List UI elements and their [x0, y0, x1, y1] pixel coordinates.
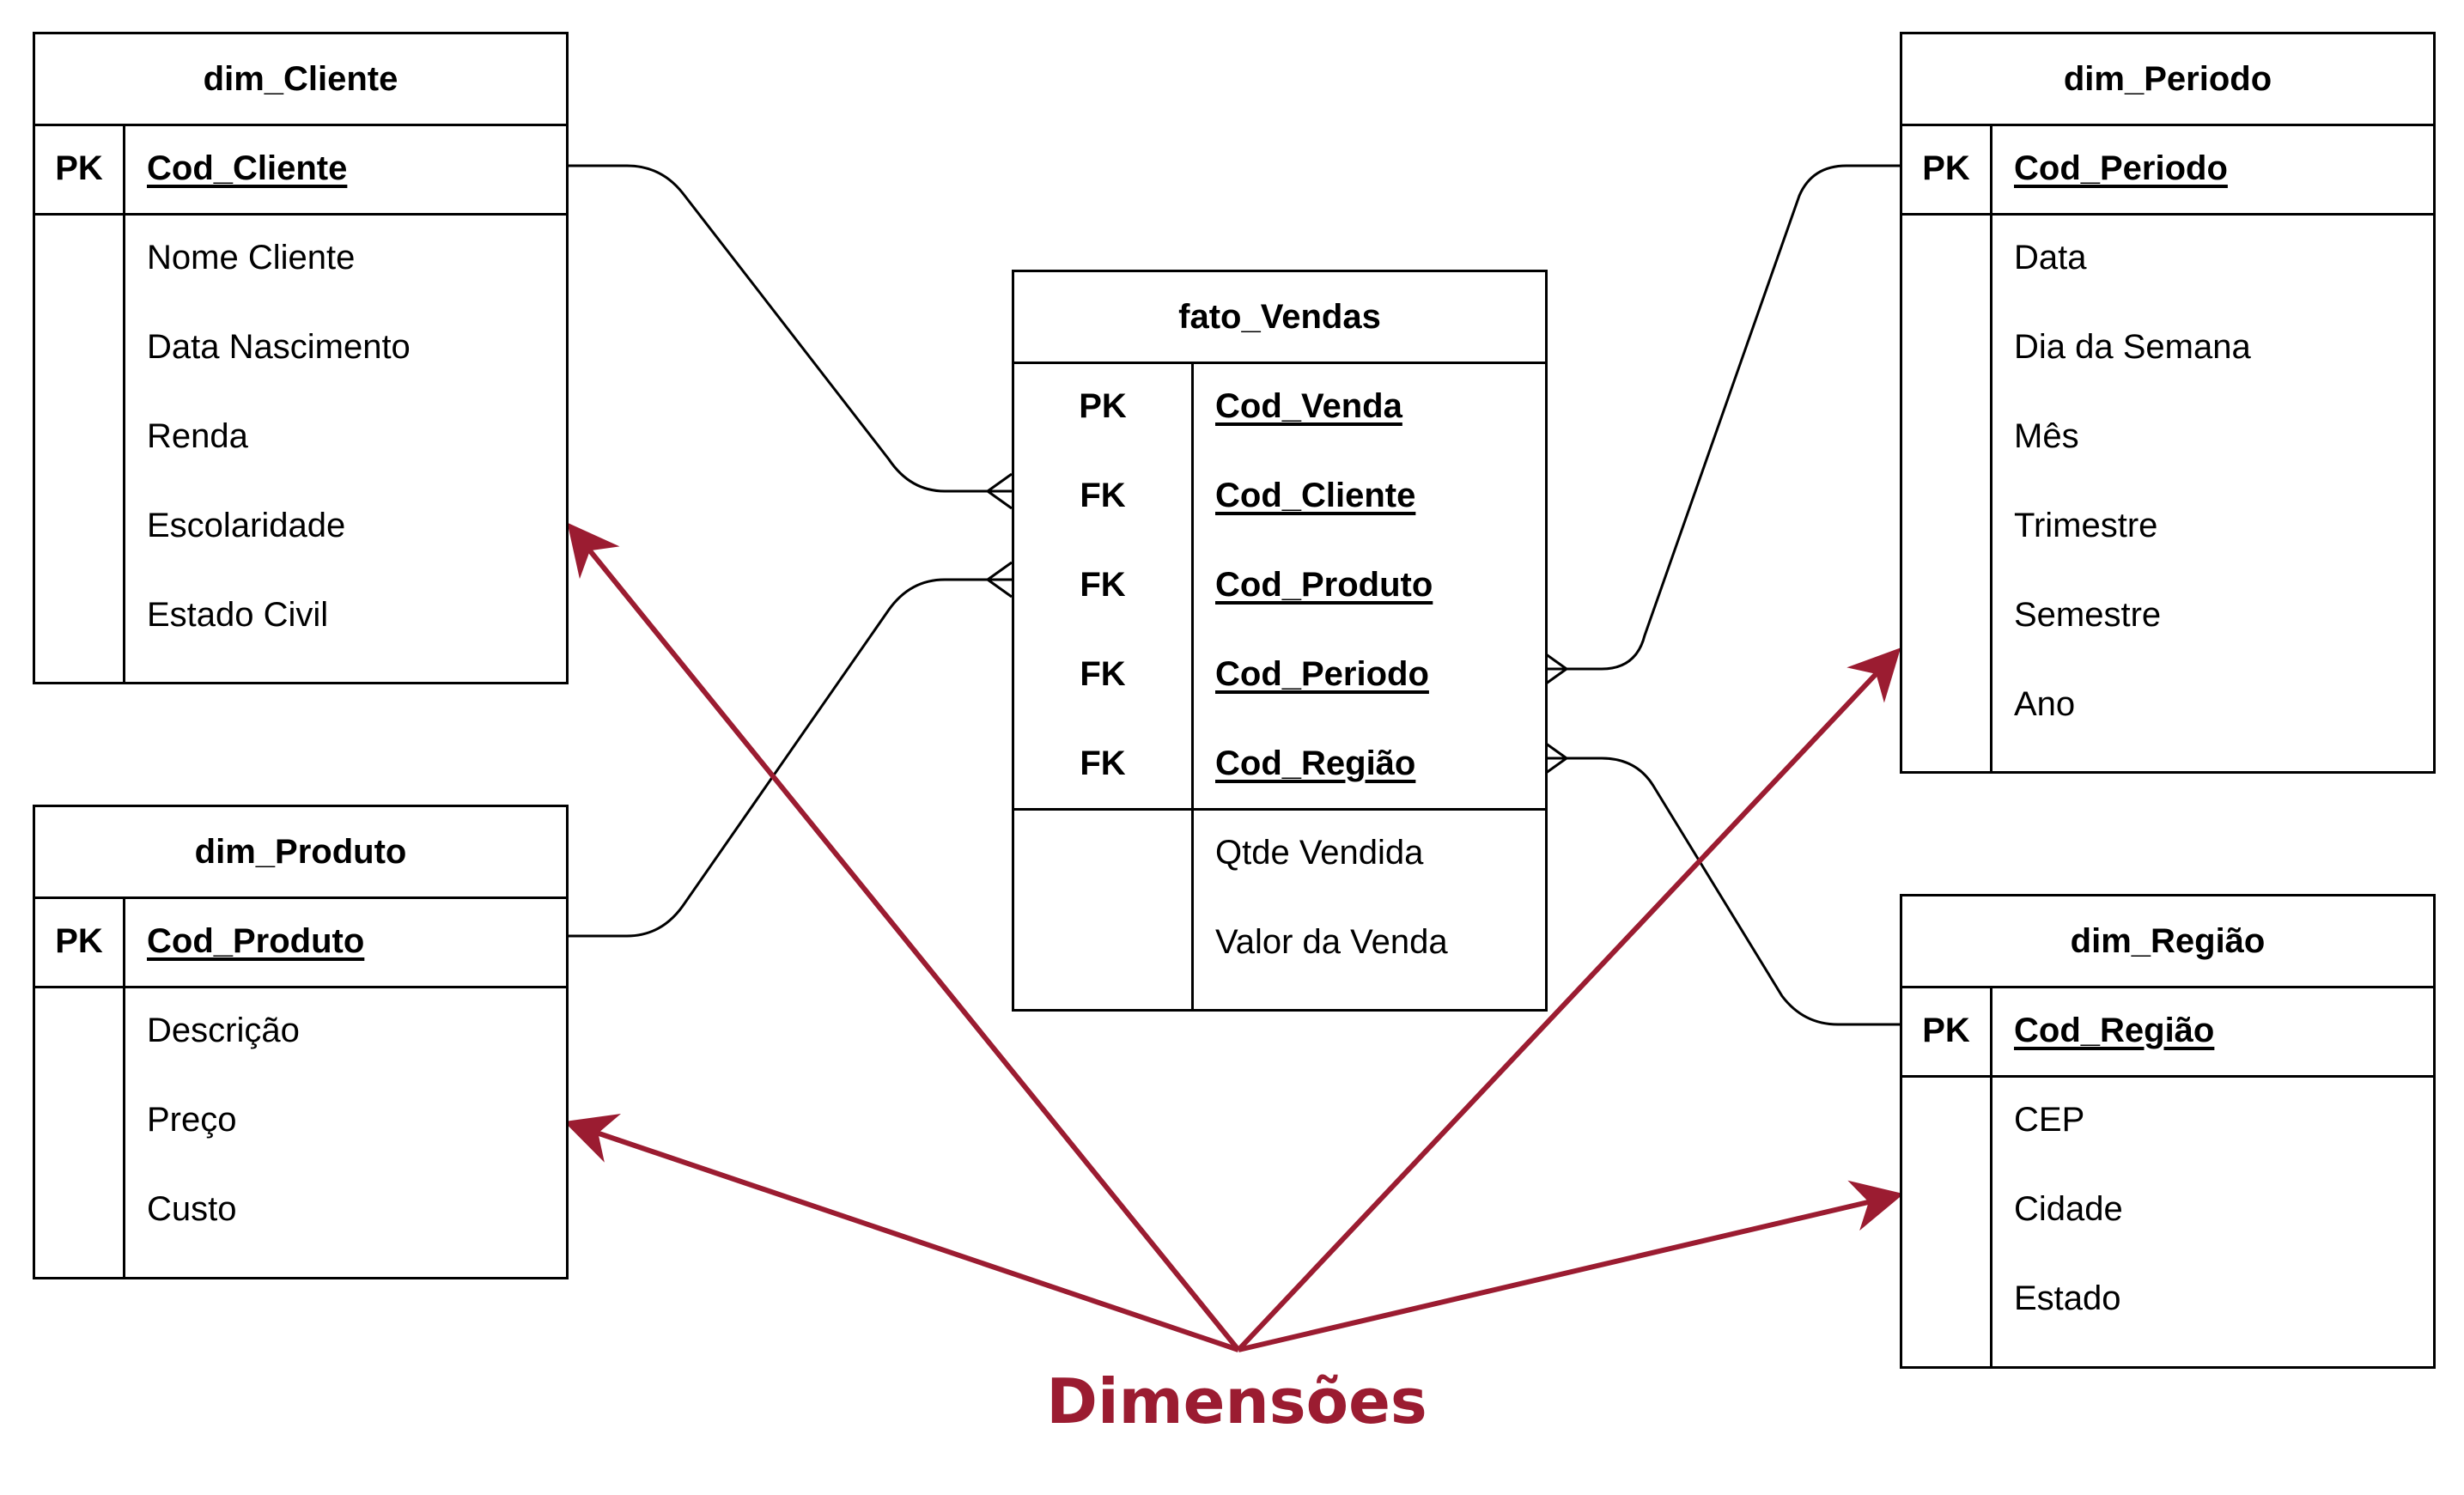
divider [35, 986, 566, 988]
table-title: dim_Periodo [1902, 34, 2433, 126]
primary-key-field: Cod_Cliente [147, 149, 348, 187]
crowfoot-cliente [987, 472, 1013, 510]
pk-marker: PK [1922, 149, 1970, 187]
fk-marker: FK [1080, 744, 1126, 782]
dimensions-caption: Dimensões [1046, 1365, 1427, 1437]
primary-key-field: Cod_Região [2014, 1011, 2215, 1049]
primary-key-field: Cod_Periodo [2014, 149, 2228, 187]
table-fato-vendas: fato_Vendas PK Cod_Venda FK Cod_Cliente … [1012, 270, 1548, 1012]
foreign-key-field: Cod_Cliente [1215, 476, 1416, 514]
table-title: fato_Vendas [1014, 272, 1545, 364]
attribute-field: Estado Civil [147, 595, 329, 634]
divider [1014, 808, 1545, 811]
pk-marker: PK [55, 149, 103, 187]
pk-marker: PK [1079, 386, 1127, 425]
divider [1902, 213, 2433, 216]
table-dim-produto: dim_Produto PK Cod_Produto Descrição Pre… [33, 805, 569, 1279]
key-column [1902, 986, 1992, 1366]
arrow-to-regiao [1238, 1180, 1904, 1352]
attribute-field: CEP [2014, 1100, 2085, 1139]
attribute-field: Custo [147, 1189, 237, 1228]
foreign-key-field: Cod_Região [1215, 744, 1416, 782]
table-title: dim_Região [1902, 896, 2433, 988]
table-dim-regiao: dim_Região PK Cod_Região CEP Cidade Esta… [1900, 894, 2436, 1369]
fk-marker: FK [1080, 565, 1126, 604]
attribute-field: Descrição [147, 1011, 300, 1049]
key-column [1014, 362, 1194, 1009]
table-dim-periodo: dim_Periodo PK Cod_Periodo Data Dia da S… [1900, 32, 2436, 774]
attribute-field: Renda [147, 416, 248, 455]
key-column [1902, 124, 1992, 771]
table-title: dim_Cliente [35, 34, 566, 126]
attribute-field: Nome Cliente [147, 238, 356, 277]
attribute-field: Preço [147, 1100, 237, 1139]
attribute-field: Data Nascimento [147, 327, 411, 366]
attribute-field: Cidade [2014, 1189, 2123, 1228]
attribute-field: Dia da Semana [2014, 327, 2251, 366]
fk-marker: FK [1080, 654, 1126, 693]
link-cliente [567, 164, 1012, 493]
key-column [35, 896, 125, 1277]
attribute-field: Trimestre [2014, 506, 2158, 544]
foreign-key-field: Cod_Produto [1215, 565, 1433, 604]
table-title: dim_Produto [35, 807, 566, 899]
primary-key-field: Cod_Venda [1215, 386, 1402, 425]
attribute-field: Semestre [2014, 595, 2162, 634]
crowfoot-produto [987, 561, 1013, 599]
pk-marker: PK [55, 921, 103, 960]
link-periodo [1542, 164, 1900, 671]
attribute-field: Data [2014, 238, 2087, 277]
attribute-field: Qtde Vendida [1215, 833, 1424, 872]
divider [35, 213, 566, 216]
pk-marker: PK [1922, 1011, 1970, 1049]
attribute-field: Escolaridade [147, 506, 346, 544]
link-produto [567, 578, 1012, 938]
arrow-to-periodo [1236, 647, 1901, 1352]
divider [1902, 1075, 2433, 1078]
attribute-field: Mês [2014, 416, 2079, 455]
foreign-key-field: Cod_Periodo [1215, 654, 1429, 693]
fk-marker: FK [1080, 476, 1126, 514]
arrow-to-produto [563, 1113, 1239, 1352]
arrow-to-cliente [567, 522, 1241, 1352]
table-dim-cliente: dim_Cliente PK Cod_Cliente Nome Cliente … [33, 32, 569, 684]
primary-key-field: Cod_Produto [147, 921, 365, 960]
attribute-field: Valor da Venda [1215, 922, 1448, 961]
key-column [35, 124, 125, 682]
attribute-field: Ano [2014, 684, 2076, 723]
link-regiao [1542, 757, 1900, 1026]
attribute-field: Estado [2014, 1279, 2121, 1317]
